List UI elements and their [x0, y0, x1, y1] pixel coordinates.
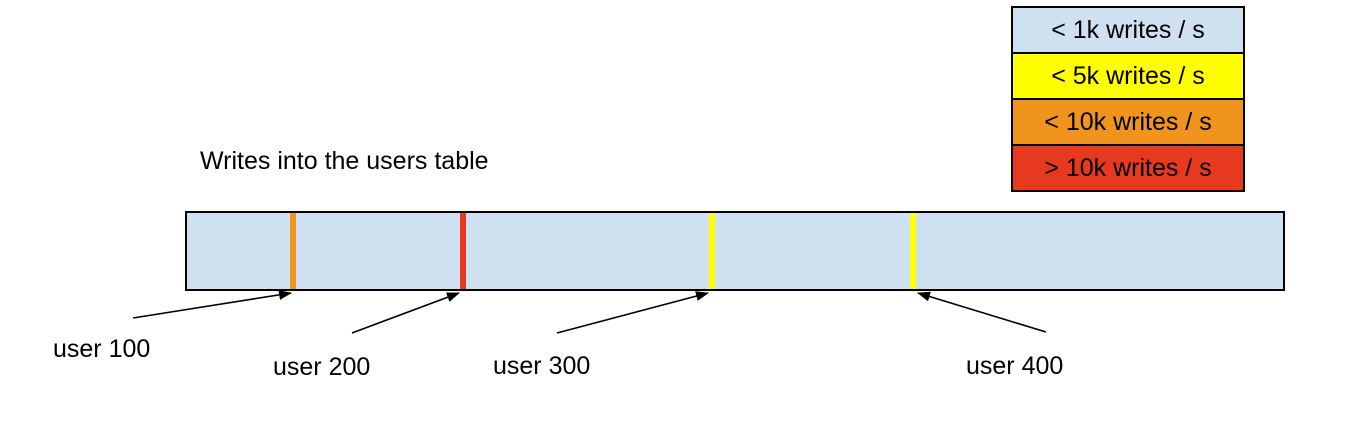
write-hotspot-stripe-user-200 — [459, 213, 466, 289]
user-label-200: user 200 — [273, 353, 371, 381]
legend-item-lt-10k: < 10k writes / s — [1011, 98, 1245, 146]
legend-item-lt-1k: < 1k writes / s — [1011, 6, 1245, 54]
user-label-300: user 300 — [493, 352, 591, 380]
legend-item-lt-5k: < 5k writes / s — [1011, 52, 1245, 100]
arrow-user-100 — [132, 289, 292, 319]
legend-item-label: < 5k writes / s — [1051, 61, 1205, 90]
legend: < 1k writes / s < 5k writes / s < 10k wr… — [1011, 6, 1245, 192]
users-table-bar — [185, 211, 1285, 291]
legend-item-label: < 1k writes / s — [1051, 15, 1205, 44]
legend-item-label: > 10k writes / s — [1044, 153, 1212, 182]
user-label-400: user 400 — [966, 352, 1064, 380]
user-label-100: user 100 — [53, 335, 151, 363]
write-hotspot-stripe-user-400 — [910, 213, 917, 289]
arrow-user-200 — [351, 292, 460, 334]
write-hotspot-stripe-user-100 — [290, 213, 297, 289]
diagram-title: Writes into the users table — [200, 147, 489, 175]
write-hotspot-stripe-user-300 — [708, 213, 715, 289]
legend-item-gt-10k: > 10k writes / s — [1011, 144, 1245, 192]
arrow-user-300 — [556, 291, 709, 334]
legend-item-label: < 10k writes / s — [1044, 107, 1212, 136]
arrow-user-400 — [917, 291, 1047, 333]
